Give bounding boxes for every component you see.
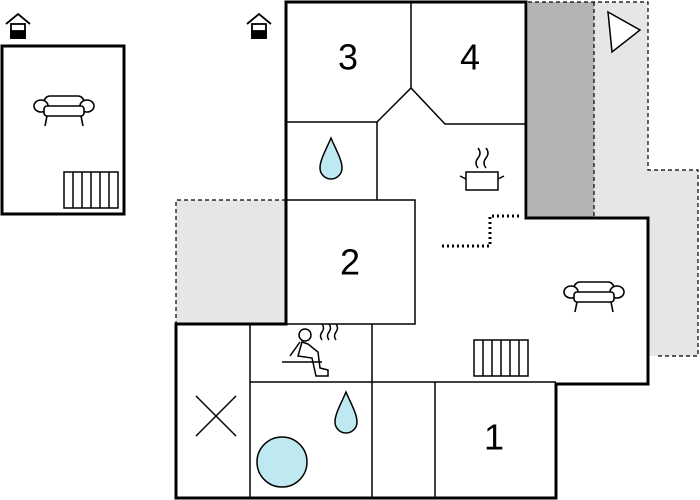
- terrace-right-dark: [528, 2, 594, 218]
- terrace-left: [176, 200, 286, 324]
- cooking-pot-icon: [459, 147, 505, 191]
- house-icon: [5, 12, 31, 39]
- room-2-walls: [285, 199, 416, 325]
- room-number-2: 2: [340, 242, 360, 283]
- terrace-right-outline: [528, 1, 699, 357]
- radiator-icon: [473, 339, 529, 377]
- room-number-3: 3: [338, 37, 358, 78]
- interior-walls: [249, 2, 556, 498]
- sofa-icon: [563, 281, 625, 313]
- cross-icon: [195, 395, 237, 437]
- radiator-icon: [63, 171, 119, 209]
- room-number-4: 4: [460, 37, 480, 78]
- terrace-right-lower: [648, 170, 698, 356]
- house-icon: [246, 12, 272, 39]
- main-building-walls: [174, 0, 650, 500]
- room-number-1: 1: [484, 417, 504, 458]
- circle-pool-icon: [256, 436, 308, 488]
- sofa-icon: [33, 95, 95, 127]
- water-drop-icon: [319, 136, 343, 180]
- water-drop-icon: [334, 390, 358, 434]
- sauna-icon: [282, 323, 339, 377]
- triangle-icon: [607, 10, 642, 54]
- terrace-left-outline: [175, 199, 286, 324]
